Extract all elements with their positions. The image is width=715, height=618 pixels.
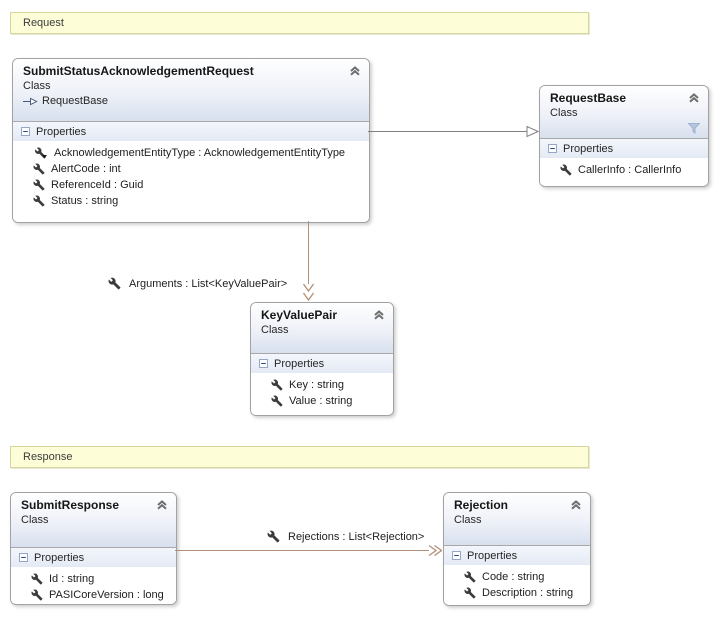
class-box-request-base[interactable]: RequestBase Class Properties CallerInfo … — [539, 85, 709, 187]
properties-compartment-header[interactable]: Properties — [13, 121, 369, 141]
collapse-chevron-icon[interactable] — [570, 500, 582, 510]
wrench-icon — [560, 164, 572, 176]
property-row[interactable]: Status : string — [13, 193, 369, 209]
class-title: SubmitStatusAcknowledgementRequest — [23, 64, 254, 78]
comment-text: Response — [23, 451, 73, 463]
wrench-icon — [108, 277, 121, 290]
property-row[interactable]: Code : string — [444, 569, 590, 585]
properties-compartment-header[interactable]: Properties — [11, 547, 176, 567]
property-text: CallerInfo : CallerInfo — [578, 164, 682, 176]
property-row[interactable]: Description : string — [444, 585, 590, 601]
minus-box-icon[interactable] — [21, 127, 30, 136]
property-row[interactable]: Value : string — [251, 393, 393, 409]
association-label-text: Arguments : List<KeyValuePair> — [129, 277, 288, 290]
members-compartment: Code : string Description : string — [444, 565, 590, 605]
class-header: Rejection Class — [444, 493, 590, 545]
wrench-icon — [33, 179, 45, 191]
property-text: PASICoreVersion : long — [49, 589, 164, 601]
association-label-arguments[interactable]: Arguments : List<KeyValuePair> — [108, 277, 287, 290]
compartment-label: Properties — [274, 357, 325, 370]
association-connector-rejections[interactable] — [175, 550, 429, 551]
comment-response[interactable]: Response — [10, 446, 589, 468]
class-header: SubmitStatusAcknowledgementRequest Class… — [13, 59, 369, 121]
collapse-chevron-icon[interactable] — [349, 66, 361, 76]
property-text: Value : string — [289, 395, 353, 407]
inherits-icon — [23, 97, 38, 106]
base-class-name: RequestBase — [42, 95, 109, 107]
class-header: SubmitResponse Class — [11, 493, 176, 547]
wrench-icon — [31, 589, 43, 601]
class-stereotype: Class — [454, 514, 482, 526]
property-row[interactable]: CallerInfo : CallerInfo — [540, 162, 708, 178]
class-stereotype: Class — [261, 324, 289, 336]
base-class-row: RequestBase — [23, 95, 359, 107]
property-row[interactable]: AlertCode : int — [13, 161, 369, 177]
class-title: SubmitResponse — [21, 498, 120, 512]
compartment-label: Properties — [563, 142, 614, 155]
collapse-chevron-icon[interactable] — [156, 500, 168, 510]
class-box-submit-response[interactable]: SubmitResponse Class Properties Id : str… — [10, 492, 177, 605]
collapse-chevron-icon[interactable] — [373, 310, 385, 320]
property-row[interactable]: ReferenceId : Guid — [13, 177, 369, 193]
compartment-label: Properties — [34, 551, 85, 564]
inheritance-arrowhead-icon — [526, 125, 539, 138]
property-text: Status : string — [51, 195, 119, 207]
minus-box-icon[interactable] — [548, 144, 557, 153]
wrench-icon — [464, 571, 476, 583]
wrench-icon — [271, 395, 283, 407]
class-box-key-value-pair[interactable]: KeyValuePair Class Properties Key : stri… — [250, 302, 394, 416]
association-connector-arguments[interactable] — [308, 221, 309, 284]
compartment-label: Properties — [467, 549, 518, 562]
property-row[interactable]: Key : string — [251, 377, 393, 393]
inheritance-connector[interactable] — [368, 131, 527, 132]
wrench-icon — [33, 195, 45, 207]
class-box-submit-status-acknowledgement-request[interactable]: SubmitStatusAcknowledgementRequest Class… — [12, 58, 370, 223]
comment-text: Request — [23, 17, 64, 29]
members-compartment: Id : string PASICoreVersion : long — [11, 567, 176, 604]
wrench-icon — [464, 587, 476, 599]
members-compartment: Key : string Value : string — [251, 373, 393, 415]
property-text: AlertCode : int — [51, 163, 121, 175]
association-label-text: Rejections : List<Rejection> — [288, 530, 425, 543]
wrench-icon — [33, 163, 45, 175]
wrench-icon — [271, 379, 283, 391]
class-title: Rejection — [454, 498, 509, 512]
minus-box-icon[interactable] — [259, 359, 268, 368]
association-arrowhead-down-icon — [302, 283, 315, 302]
property-row[interactable]: Id : string — [11, 571, 176, 587]
comment-request[interactable]: Request — [10, 12, 589, 34]
property-row[interactable]: PASICoreVersion : long — [11, 587, 176, 603]
property-text: Description : string — [482, 587, 574, 599]
association-arrowhead-right-icon — [428, 544, 442, 557]
minus-box-icon[interactable] — [452, 551, 461, 560]
property-text: ReferenceId : Guid — [51, 179, 144, 191]
property-row[interactable]: AcknowledgementEntityType : Acknowledgem… — [13, 145, 369, 161]
class-title: RequestBase — [550, 91, 627, 105]
class-header: KeyValuePair Class — [251, 303, 393, 353]
members-compartment: AcknowledgementEntityType : Acknowledgem… — [13, 141, 369, 222]
class-box-rejection[interactable]: Rejection Class Properties Code : string… — [443, 492, 591, 606]
property-text: Id : string — [49, 573, 95, 585]
wrench-icon — [267, 530, 280, 543]
property-text: Code : string — [482, 571, 545, 583]
properties-compartment-header[interactable]: Properties — [251, 353, 393, 373]
filter-icon[interactable] — [688, 123, 700, 134]
class-stereotype: Class — [21, 514, 49, 526]
association-label-rejections[interactable]: Rejections : List<Rejection> — [267, 530, 424, 543]
wrench-arrow-icon — [33, 147, 47, 159]
wrench-icon — [31, 573, 43, 585]
class-stereotype: Class — [23, 80, 51, 92]
property-text: AcknowledgementEntityType : Acknowledgem… — [54, 147, 346, 159]
minus-box-icon[interactable] — [19, 553, 28, 562]
members-compartment: CallerInfo : CallerInfo — [540, 158, 708, 186]
class-title: KeyValuePair — [261, 308, 338, 322]
collapse-chevron-icon[interactable] — [688, 93, 700, 103]
properties-compartment-header[interactable]: Properties — [540, 138, 708, 158]
class-stereotype: Class — [550, 107, 578, 119]
class-header: RequestBase Class — [540, 86, 708, 138]
compartment-label: Properties — [36, 125, 87, 138]
properties-compartment-header[interactable]: Properties — [444, 545, 590, 565]
property-text: Key : string — [289, 379, 345, 391]
